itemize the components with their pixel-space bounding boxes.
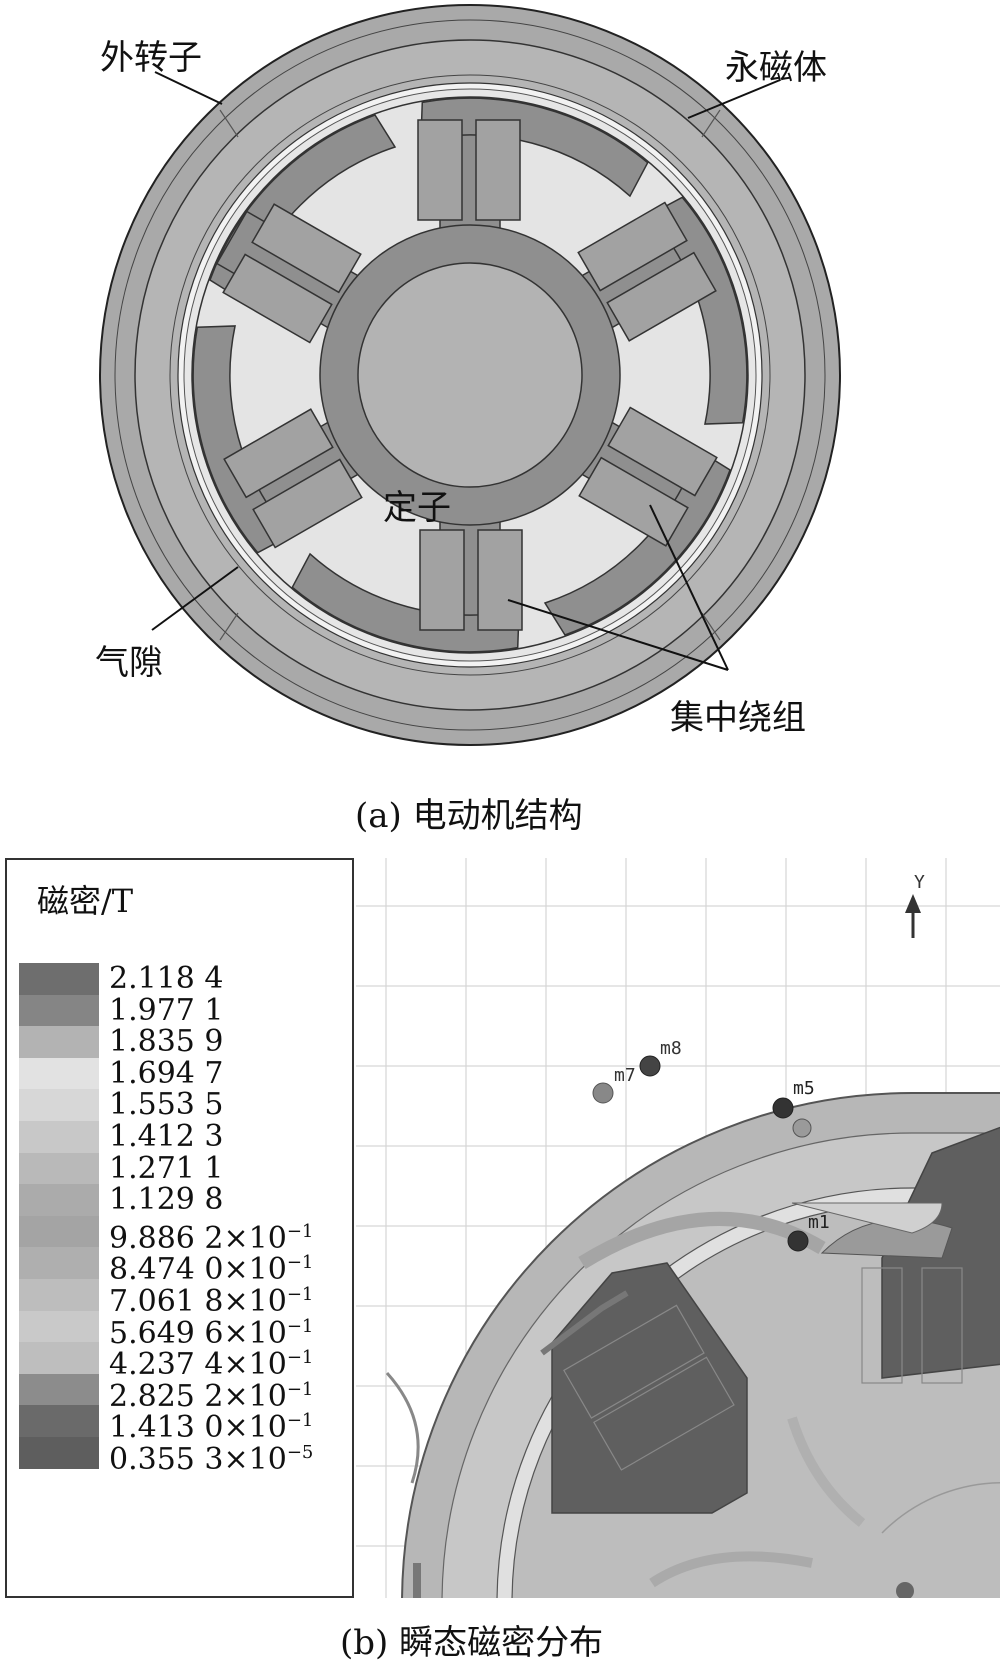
leader-air-gap: [151, 566, 239, 631]
legend-row: 1.271 1: [19, 1150, 349, 1186]
legend-value: 4.237 4×10−1: [109, 1347, 314, 1383]
probe-m5: [772, 1097, 794, 1119]
legend-row: 7.061 8×10−1: [19, 1279, 349, 1317]
legend-title: 磁密/T: [37, 882, 134, 920]
legend-value: 5.649 6×10−1: [109, 1315, 314, 1351]
legend-swatch: [19, 1184, 99, 1216]
legend-row: 8.474 0×10−1: [19, 1247, 349, 1286]
legend-value: 1.412 3: [109, 1119, 224, 1154]
label-stator: 定子: [383, 488, 451, 528]
legend-row: 1.413 0×10−1: [19, 1405, 349, 1444]
legend-swatch: [19, 963, 99, 995]
legend-swatch: [19, 1310, 99, 1343]
label-outer-rotor: 外转子: [100, 38, 202, 78]
legend-value: 9.886 2×10−1: [109, 1220, 314, 1256]
legend-row: 4.237 4×10−1: [19, 1342, 349, 1380]
legend-row: 9.886 2×10−1: [19, 1215, 349, 1254]
legend-swatch: [19, 1437, 99, 1469]
legend-value: 2.118 4: [109, 961, 224, 996]
flux-density-plot: Y m8 m7 m5 m1: [356, 858, 1000, 1598]
legend-swatch: [19, 1057, 99, 1090]
legend-row: 1.553 5: [19, 1089, 349, 1121]
legend-value: 1.553 5: [109, 1087, 224, 1123]
legend-row: 2.118 4: [19, 963, 349, 995]
probe-m8-label: m8: [660, 1038, 682, 1059]
legend-value: 1.413 0×10−1: [109, 1410, 314, 1446]
legend-value: 1.271 1: [109, 1150, 224, 1186]
leader-winding-2: [649, 504, 729, 671]
legend-value: 1.835 9: [109, 1024, 224, 1060]
legend-value: 1.129 8: [109, 1182, 224, 1218]
legend-row: 1.412 3: [19, 1121, 349, 1153]
legend-value: 1.977 1: [109, 992, 224, 1028]
legend-row: 1.694 7: [19, 1055, 349, 1091]
legend-swatch: [19, 1373, 99, 1406]
legend-swatch: [19, 1279, 99, 1311]
legend-value: 0.355 3×10−5: [109, 1442, 314, 1477]
legend-value: 1.694 7: [109, 1055, 224, 1091]
legend-value: 8.474 0×10−1: [109, 1252, 314, 1288]
legend-row: 1.129 8: [19, 1184, 349, 1216]
legend-swatch: [19, 1342, 99, 1374]
caption-a: (a) 电动机结构: [355, 796, 583, 836]
probe-m5-label: m5: [793, 1078, 815, 1099]
label-winding: 集中绕组: [670, 698, 806, 738]
axis-y-label: Y: [914, 872, 925, 893]
legend-swatch: [19, 1247, 99, 1279]
probe-m7: [592, 1082, 614, 1104]
legend-row: 1.977 1: [19, 992, 349, 1028]
caption-b: (b) 瞬态磁密分布: [340, 1623, 604, 1663]
legend-row: 1.835 9: [19, 1026, 349, 1058]
legend-swatch: [19, 994, 99, 1027]
legend-swatch: [19, 1215, 99, 1248]
label-air-gap: 气隙: [95, 643, 163, 683]
probe-m7-label: m7: [614, 1065, 636, 1086]
legend-swatch: [19, 1121, 99, 1153]
leader-winding-1: [507, 599, 729, 671]
legend-swatch: [19, 1405, 99, 1437]
probe-m1-label: m1: [808, 1212, 830, 1233]
legend-value: 7.061 8×10−1: [109, 1284, 314, 1319]
probe-m8: [639, 1055, 661, 1077]
legend-value: 2.825 2×10−1: [109, 1378, 314, 1414]
legend-row: 5.649 6×10−1: [19, 1310, 349, 1349]
leader-magnet: [687, 79, 781, 119]
probe-m1: [787, 1230, 809, 1252]
label-permanent-magnet: 永磁体: [725, 48, 827, 88]
legend-row: 2.825 2×10−1: [19, 1373, 349, 1412]
legend-swatch: [19, 1089, 99, 1121]
legend-swatch: [19, 1026, 99, 1058]
leader-outer-rotor: [154, 71, 223, 105]
legend-row: 0.355 3×10−5: [19, 1437, 349, 1475]
legend-swatch: [19, 1152, 99, 1185]
motor-structure-diagram: [99, 4, 841, 746]
